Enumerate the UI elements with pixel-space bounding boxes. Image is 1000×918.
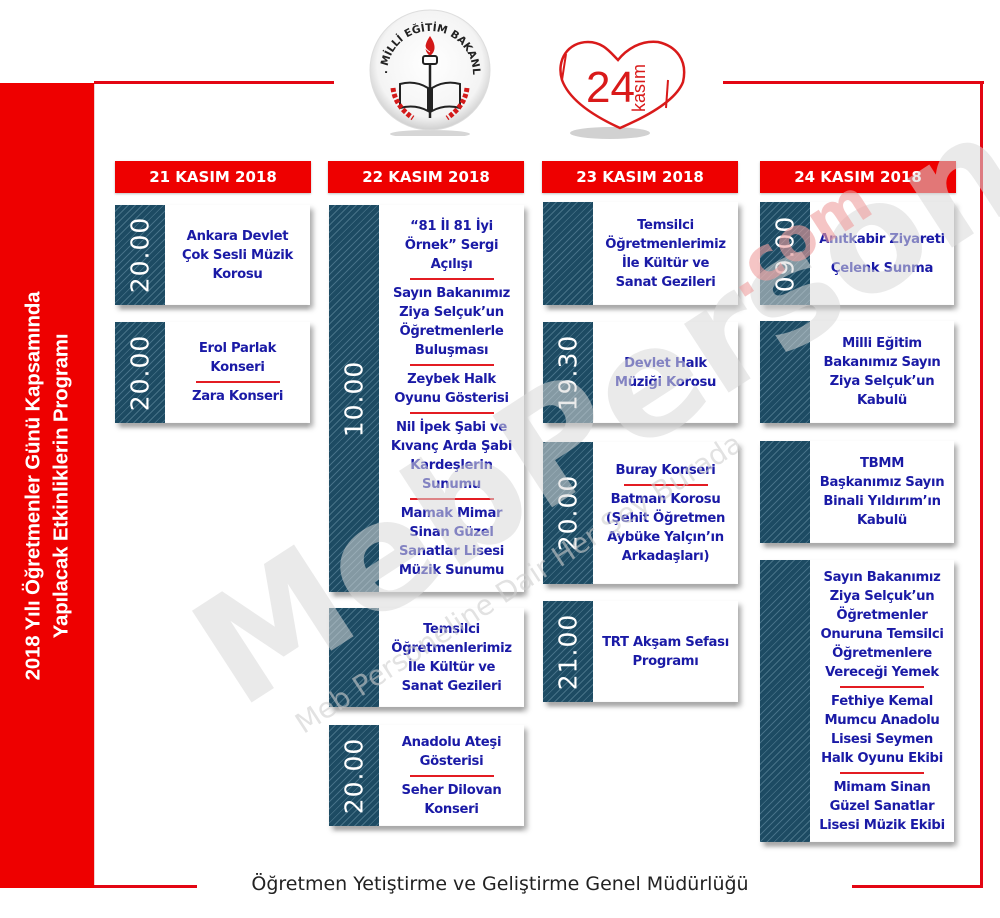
event-separator <box>623 483 708 486</box>
time-label: 20.00 <box>553 474 583 552</box>
event-card: Milli Eğitim Bakanımız Sayın Ziya Selçuk… <box>760 321 954 423</box>
frame-inner-edge <box>94 84 95 885</box>
time-strip: 20.00 <box>115 322 165 423</box>
side-red-banner <box>0 83 94 888</box>
event-title: Zeybek Halk Oyunu Gösterisi <box>394 372 509 406</box>
time-strip: 21.00 <box>543 601 593 702</box>
event-title: Sayın Bakanımız Ziya Selçuk’un Öğretmenl… <box>392 286 511 358</box>
event-card: Temsilci Öğretmenlerimiz İle Kültür ve S… <box>543 202 738 305</box>
event-card: 20.00 Ankara Devlet Çok Sesli Müzik Koro… <box>115 205 310 305</box>
event-title: Seher Dilovan Konseri <box>401 782 502 817</box>
event-title: TBMM Başkanımız Sayın Binali Yıldırım’ın… <box>819 456 945 528</box>
frame-top-line-right <box>723 81 984 84</box>
event-separator <box>409 498 494 500</box>
svg-text:kasım: kasım <box>629 64 649 112</box>
time-label: 20.00 <box>125 334 155 411</box>
event-card: 20.00 Anadolu Ateşi Gösterisi Seher Dilo… <box>329 725 524 826</box>
time-strip <box>329 608 379 707</box>
time-strip <box>543 202 593 305</box>
event-separator <box>840 685 924 688</box>
time-label: 20.00 <box>125 216 155 294</box>
side-title-line-1: 2018 Yılı Öğretmenler Günü Kapsamında <box>21 291 44 680</box>
event-separator <box>409 412 494 414</box>
date-header-23: 23 KASIM 2018 <box>542 161 738 193</box>
time-label: 09.00 <box>770 215 800 292</box>
time-label: 10.00 <box>339 360 369 437</box>
time-strip <box>760 321 810 423</box>
time-strip: 19.30 <box>543 322 593 423</box>
svg-text:24: 24 <box>586 63 635 112</box>
event-title: Zara Konseri <box>191 389 284 404</box>
footer-text: Öğretmen Yetiştirme ve Geliştirme Genel … <box>243 873 757 895</box>
date-header-21: 21 KASIM 2018 <box>115 161 311 193</box>
event-title: Devlet Halk Müziği Korosu <box>614 355 717 390</box>
event-title: Erol Parlak Konseri <box>198 341 277 375</box>
event-card: 19.30 Devlet Halk Müziği Korosu <box>543 322 738 423</box>
event-separator <box>409 278 494 280</box>
event-card: 20.00 Erol Parlak Konseri Zara Konseri <box>115 322 310 423</box>
frame-bottom-line-left <box>94 885 197 888</box>
event-card: Sayın Bakanımız Ziya Selçuk’un Öğretmenl… <box>760 560 954 842</box>
footer: Öğretmen Yetiştirme ve Geliştirme Genel … <box>0 873 1000 895</box>
time-strip: 20.00 <box>543 442 593 584</box>
event-title: TRT Akşam Sefası Programı <box>602 634 729 669</box>
event-title: Anadolu Ateşi Gösterisi <box>401 734 502 769</box>
frame-top-line-left <box>94 81 334 84</box>
event-separator <box>195 381 280 383</box>
time-strip <box>760 441 810 543</box>
event-title: Buray Konseri <box>615 462 716 478</box>
time-strip: 20.00 <box>115 205 165 305</box>
event-title: Mamak Mimar Sinan Güzel Sanatlar Lisesi … <box>398 506 505 578</box>
kasim-24-logo: 24 kasım <box>548 20 698 145</box>
event-separator <box>409 364 494 366</box>
time-label: 21.00 <box>553 613 583 690</box>
event-title: Batman Korosu (Şehit Öğretmen Aybüke Yal… <box>605 491 726 564</box>
event-card: TBMM Başkanımız Sayın Binali Yıldırım’ın… <box>760 441 954 543</box>
event-title: Milli Eğitim Bakanımız Sayın Ziya Selçuk… <box>823 336 941 408</box>
heart-book-icon: 24 kasım <box>559 40 686 139</box>
event-title: “81 İl 81 İyi Örnek” Sergi Açılışı <box>404 219 499 272</box>
event-title: Çelenk Sunma <box>830 260 934 276</box>
event-title: Ankara Devlet Çok Sesli Müzik Korosu <box>181 228 293 282</box>
frame-right-line <box>980 81 983 888</box>
event-card: 21.00 TRT Akşam Sefası Programı <box>543 601 738 702</box>
event-separator <box>840 771 924 774</box>
event-title: Fethiye Kemal Mumcu Anadolu Lisesi Seyme… <box>821 693 943 766</box>
time-strip: 20.00 <box>329 725 379 826</box>
event-title: Anıtkabir Ziyareti <box>819 231 945 247</box>
time-label: 20.00 <box>339 737 369 814</box>
event-card: 10.00 “81 İl 81 İyi Örnek” Sergi Açılışı… <box>329 205 524 592</box>
event-title: Temsilci Öğretmenlerimiz İle Kültür ve S… <box>605 217 726 290</box>
event-separator <box>409 774 494 777</box>
meb-logo: T.C. MİLLİ EĞİTİM BAKANLIĞI <box>361 0 495 138</box>
date-header-22: 22 KASIM 2018 <box>328 161 524 193</box>
event-title: Temsilci Öğretmenlerimiz İle Kültür ve S… <box>391 621 512 694</box>
time-strip: 09.00 <box>760 202 810 305</box>
time-strip: 10.00 <box>329 205 379 592</box>
side-title-line-2: Yapılacak Etkinliklerin Programı <box>49 333 72 638</box>
event-card: 09.00 Anıtkabir Ziyareti Çelenk Sunma <box>760 202 954 305</box>
event-card: 20.00 Buray Konseri Batman Korosu (Şehit… <box>543 442 738 584</box>
event-title: Mimam Sinan Güzel Sanatlar Lisesi Müzik … <box>819 779 945 833</box>
torch-book-emblem-icon: T.C. MİLLİ EĞİTİM BAKANLIĞI <box>361 0 491 138</box>
side-title: 2018 Yılı Öğretmenler Günü Kapsamında Ya… <box>0 83 94 888</box>
date-header-24: 24 KASIM 2018 <box>760 161 956 193</box>
event-title: Nil İpek Şabi ve Kıvanç Arda Şabi Kardeş… <box>390 420 513 492</box>
event-title: Sayın Bakanımız Ziya Selçuk’un Öğretmenl… <box>820 569 944 680</box>
event-card: Temsilci Öğretmenlerimiz İle Kültür ve S… <box>329 608 524 707</box>
frame-bottom-line-right <box>852 885 983 888</box>
time-strip <box>760 560 810 842</box>
time-label: 19.30 <box>553 334 583 411</box>
